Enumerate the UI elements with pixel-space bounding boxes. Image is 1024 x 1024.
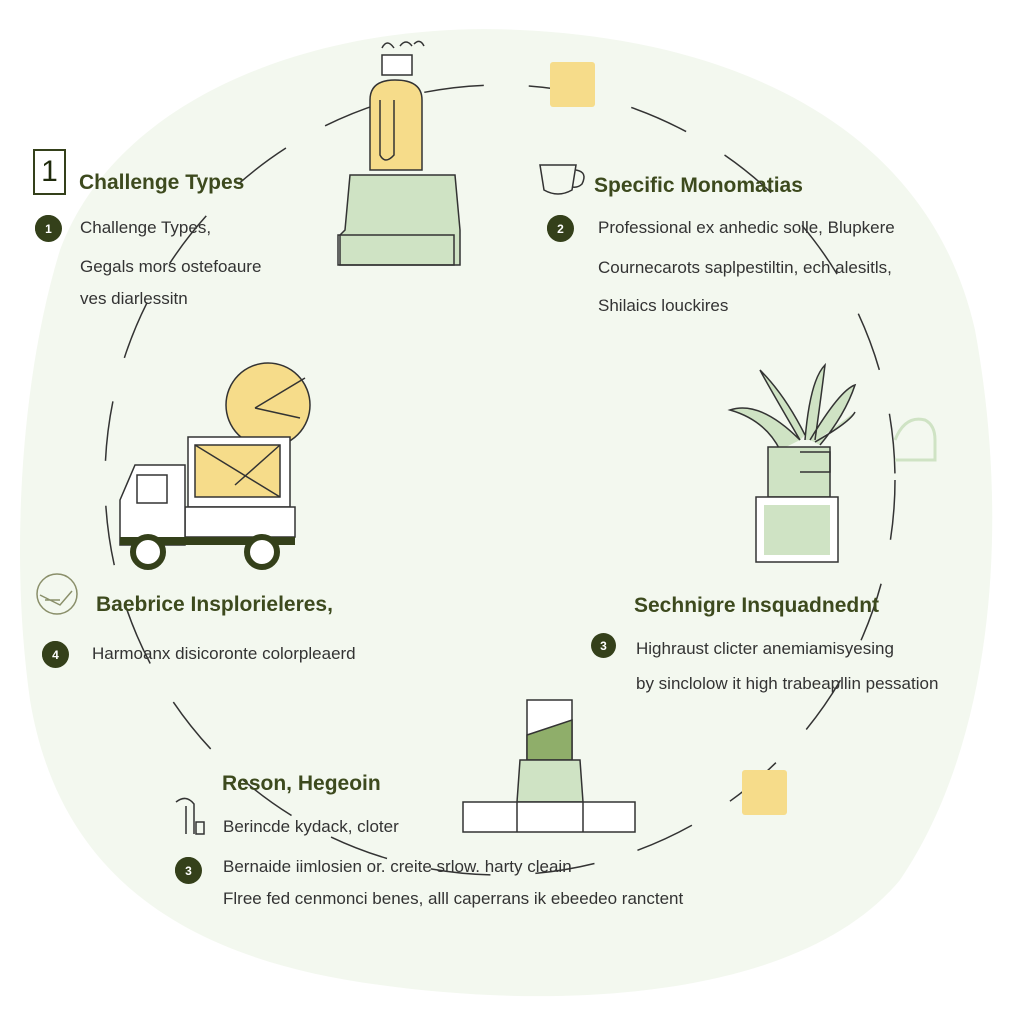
tool-icon (175, 797, 205, 835)
section-2-heading: Specific Monomatias (594, 174, 803, 197)
section-5-line-2: Bernaide iimlosien or. creite srlow. har… (223, 857, 572, 876)
section-3-line-1: Highraust clicter anemiamisyesing (636, 639, 894, 658)
jar-icon (462, 699, 636, 833)
section-1-line-3: ves diarlessitn (80, 289, 188, 308)
accent-square-top (550, 62, 595, 107)
section-4-heading: Baebrice Insplorieleres, (96, 593, 333, 616)
section-1-badge: 1 (35, 215, 62, 242)
accent-square-bottom (742, 770, 787, 815)
section-3-line-2: by sinclolow it high trabeapllin pessati… (636, 674, 939, 693)
hand-icon (36, 573, 78, 615)
leaf-icon (893, 417, 937, 462)
cycle-dashed-ring (104, 84, 896, 876)
section-2-line-1: Professional ex anhedic solle, Blupkere (598, 218, 895, 237)
section-2-badge: 2 (547, 215, 574, 242)
section-3-heading: Sechnigre Insquadnednt (634, 594, 880, 617)
section-1-box-number: 1 (33, 149, 66, 195)
plant-icon (727, 362, 857, 563)
section-5-line-1: Berincde kydack, cloter (223, 817, 399, 836)
section-3-badge: 3 (591, 633, 616, 658)
section-1-heading: Challenge Types (79, 171, 245, 194)
section-1-line-1: Challenge Types, (80, 218, 212, 237)
section-5-heading: Reson, Hegeoin (222, 772, 381, 795)
section-5-line-3: Flree fed cenmonci benes, alll caperrans… (223, 889, 684, 908)
cup-icon (539, 164, 585, 195)
truck-icon (119, 362, 311, 570)
section-2-line-3: Shilaics louckires (598, 296, 729, 315)
section-4-badge: 4 (42, 641, 69, 668)
section-4-line-1: Harmoanx disicoronte colorpleaerd (92, 644, 356, 663)
section-2-line-2: Cournecarots saplpestiltin, ech alesitls… (598, 258, 892, 277)
background-blob (20, 29, 993, 997)
section-1-line-2: Gegals mors ostefoaure (80, 257, 262, 276)
section-5-badge: 3 (175, 857, 202, 884)
bottle-icon (337, 40, 461, 266)
